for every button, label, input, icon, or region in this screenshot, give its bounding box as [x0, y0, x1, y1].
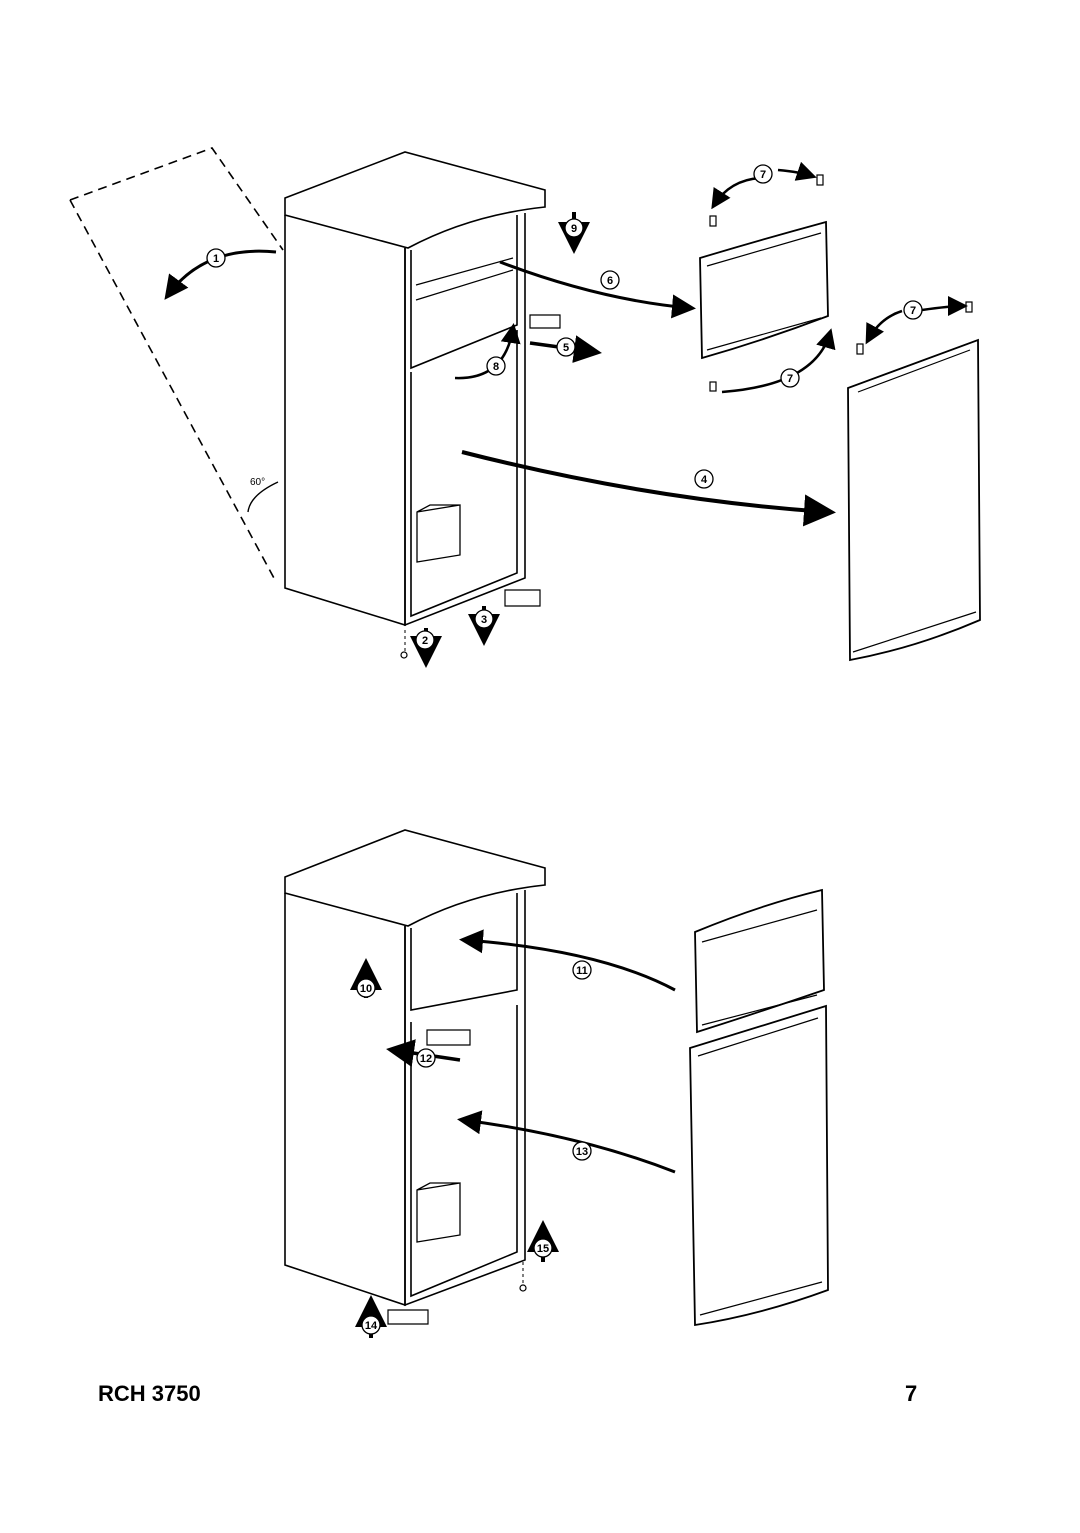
- step-6-label: 6: [600, 270, 620, 290]
- step-14-label: 14: [361, 1315, 381, 1335]
- svg-text:10: 10: [360, 983, 372, 995]
- model-number: RCH 3750: [98, 1381, 201, 1406]
- fridge-door: [847, 338, 981, 662]
- fridge-top-illustration: [69, 147, 981, 668]
- freezer-door-2: [694, 888, 825, 1034]
- step-7b-label: 7: [780, 368, 800, 388]
- cabinet-front: [404, 213, 526, 627]
- svg-text:12: 12: [420, 1053, 432, 1065]
- cabinet-top-2: [284, 829, 546, 927]
- angle-arc: [247, 481, 279, 513]
- step-1-label: 1: [206, 248, 226, 268]
- arrow-step-7a: [711, 176, 761, 210]
- top-step-labels: 1 2 3 4 5 6 7 7 7 8 9 60°: [206, 164, 923, 650]
- bottom-step-labels: 10 11 12 13 14 15: [356, 960, 592, 1335]
- arrow-step-7b: [777, 161, 817, 181]
- cabinet-side: [284, 215, 406, 627]
- angle-label: 60°: [250, 477, 265, 488]
- svg-text:5: 5: [563, 342, 569, 354]
- svg-text:2: 2: [422, 635, 428, 647]
- arrow-step-7e: [921, 296, 968, 317]
- svg-text:14: 14: [365, 1320, 378, 1332]
- step-7c-label: 7: [903, 300, 923, 320]
- svg-text:6: 6: [607, 275, 613, 287]
- arrow-step-11: [459, 929, 676, 992]
- svg-text:1: 1: [213, 253, 219, 265]
- cabinet-side-2: [284, 893, 406, 1307]
- arrow-step-13: [457, 1110, 676, 1174]
- step-12-label: 12: [416, 1048, 436, 1068]
- step-15-label: 15: [533, 1238, 553, 1258]
- svg-text:4: 4: [701, 474, 708, 486]
- page-number: 7: [905, 1381, 918, 1406]
- hinge-bottom: [504, 589, 541, 607]
- door-swing-outline: [69, 147, 284, 581]
- fridge-opening: [410, 330, 518, 618]
- fridge-door-2: [689, 1004, 829, 1327]
- arrow-step-6: [499, 260, 696, 319]
- fridge-bottom-illustration: [284, 829, 829, 1338]
- step-11-label: 11: [572, 960, 592, 980]
- cabinet-front-2: [404, 890, 526, 1307]
- step-13-label: 13: [572, 1141, 592, 1161]
- svg-text:11: 11: [576, 965, 588, 977]
- arrow-step-7d: [865, 309, 903, 345]
- crisper: [416, 504, 461, 563]
- svg-text:13: 13: [576, 1146, 588, 1158]
- svg-text:9: 9: [571, 223, 577, 235]
- step-2-label: 2: [415, 630, 435, 650]
- arrow-step-4: [461, 450, 836, 527]
- hinge-middle: [529, 314, 561, 329]
- svg-text:7: 7: [787, 373, 793, 385]
- cabinet-top: [284, 151, 546, 249]
- freezer-door: [699, 220, 829, 360]
- svg-text:7: 7: [910, 305, 916, 317]
- freezer-opening: [410, 215, 518, 370]
- step-9-label: 9: [564, 218, 584, 238]
- step-8-label: 8: [486, 356, 506, 376]
- svg-text:15: 15: [537, 1243, 549, 1255]
- svg-text:3: 3: [481, 614, 487, 626]
- svg-text:7: 7: [760, 169, 766, 181]
- step-4-label: 4: [694, 469, 714, 489]
- step-7a-label: 7: [753, 164, 773, 184]
- step-3-label: 3: [474, 609, 494, 629]
- svg-text:8: 8: [493, 361, 499, 373]
- step-10-label: 10: [356, 978, 376, 998]
- step-5-label: 5: [556, 337, 576, 357]
